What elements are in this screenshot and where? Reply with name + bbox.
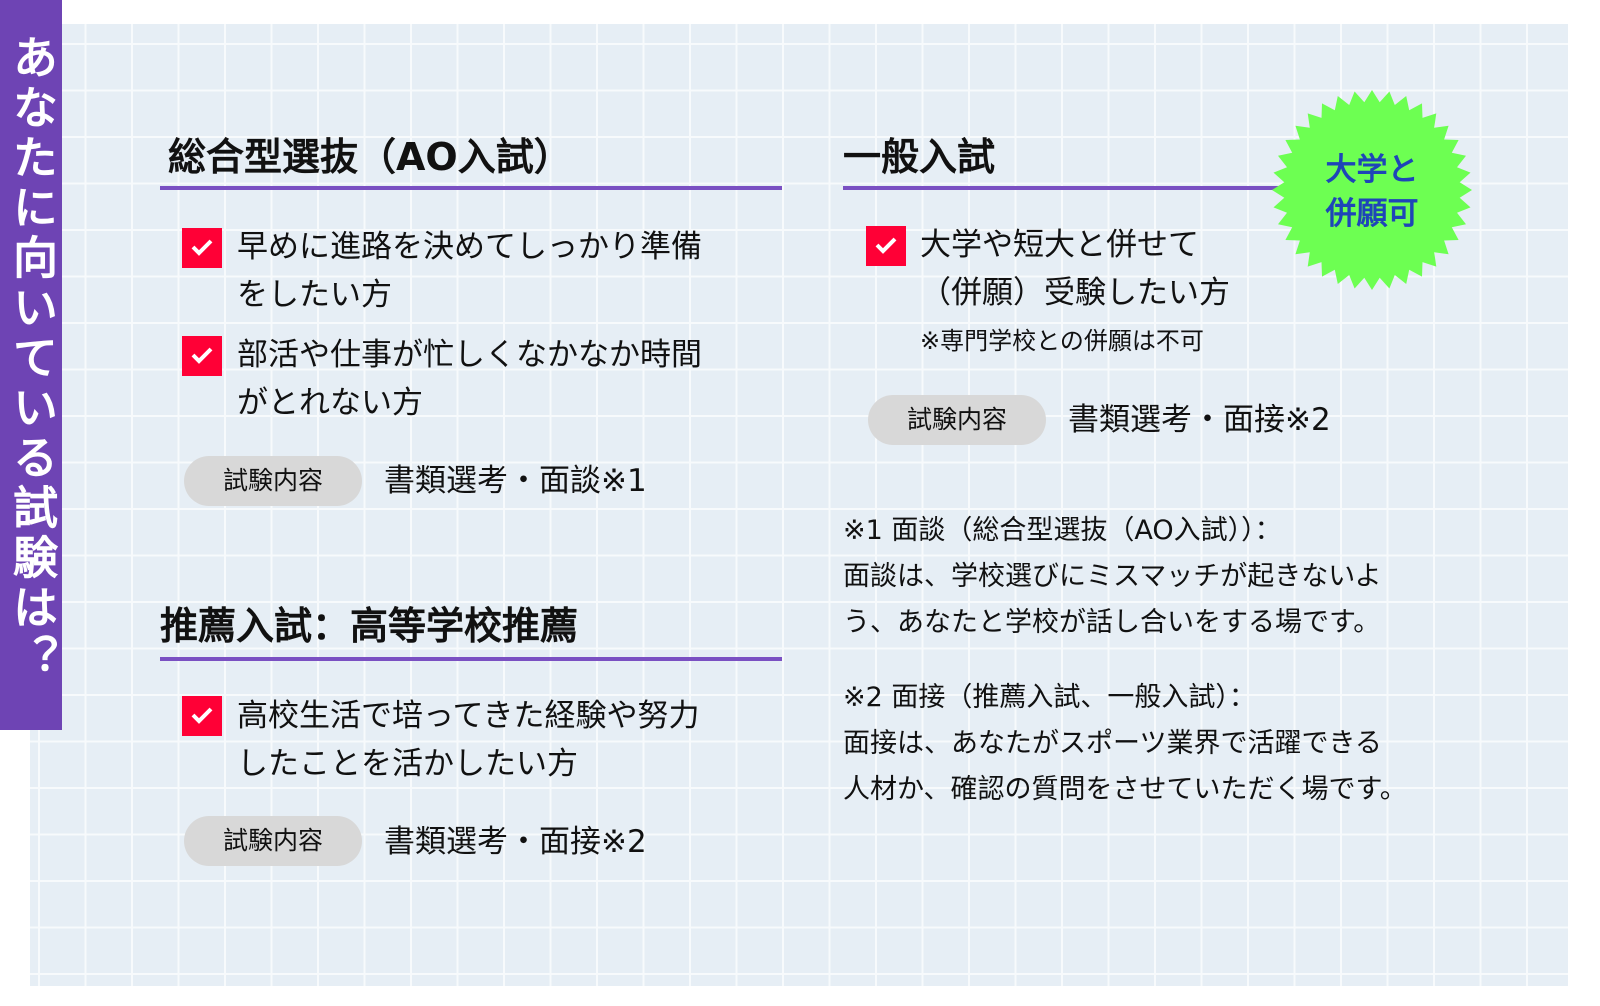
badge-text: 大学と併願可 xyxy=(1272,148,1472,236)
sidebar-banner: あなたに向いている試験は？ xyxy=(0,0,62,730)
footnote-line: 面接は、あなたがスポーツ業界で活躍できる xyxy=(843,728,1382,759)
exam-content-value: 書類選考・面接※2 xyxy=(1068,402,1331,438)
footnote-2: ※2 面接（推薦入試、一般入試）： 面接は、あなたがスポーツ業界で活躍できる人材か… xyxy=(843,675,1407,813)
item-line: 高校生活で培ってきた経験や努力 xyxy=(237,698,700,734)
footnote-1: ※1 面談（総合型選抜（AO入試））： 面談は、学校選びにミスマッチが起きないよう… xyxy=(843,508,1382,646)
item-line: 早めに進路を決めてしっかり準備 xyxy=(237,229,702,265)
divider xyxy=(843,186,1293,190)
footnote-line: ※1 面談（総合型選抜（AO入試））： xyxy=(843,515,1282,546)
exam-content-pill: 試験内容 xyxy=(184,456,362,506)
divider xyxy=(160,657,782,661)
heading-bold: 推薦入試： xyxy=(160,604,351,648)
checkbox-icon xyxy=(182,228,222,268)
badge-line: 併願可 xyxy=(1325,196,1419,232)
item-line: （併願）受験したい方 xyxy=(920,275,1230,311)
section-heading-ippan: 一般入試 xyxy=(843,135,996,179)
starburst-badge-icon xyxy=(1272,90,1472,290)
item-line: がとれない方 xyxy=(237,385,423,421)
item-line: 大学や短大と併せて xyxy=(920,227,1199,263)
list-item: 大学や短大と併せて （併願）受験したい方 xyxy=(920,221,1230,317)
badge-line: 大学と xyxy=(1325,152,1419,188)
footnote-line: 面談は、学校選びにミスマッチが起きないよ xyxy=(843,561,1382,592)
section-heading-ao: 総合型選抜（AO入試） xyxy=(168,135,572,179)
sidebar-title: あなたに向いている試験は？ xyxy=(5,34,58,684)
heading-rest: 高等学校推薦 xyxy=(350,604,579,648)
list-item: 部活や仕事が忙しくなかなか時間がとれない方 xyxy=(237,331,702,427)
footnote-line: ※2 面接（推薦入試、一般入試）： xyxy=(843,682,1256,713)
checkbox-icon xyxy=(866,226,906,266)
exam-content-value: 書類選考・面談※1 xyxy=(384,463,647,499)
item-line: したことを活かしたい方 xyxy=(237,746,578,782)
checkbox-icon xyxy=(182,696,222,736)
exam-content-pill: 試験内容 xyxy=(868,395,1046,445)
checkbox-icon xyxy=(182,336,222,376)
footnote-line: う、あなたと学校が話し合いをする場です。 xyxy=(843,607,1381,638)
list-item: 早めに進路を決めてしっかり準備をしたい方 xyxy=(237,223,702,319)
exam-content-value: 書類選考・面接※2 xyxy=(384,824,647,860)
section-heading-suisen: 推薦入試：高等学校推薦 xyxy=(160,602,578,650)
list-item: 高校生活で培ってきた経験や努力したことを活かしたい方 xyxy=(237,692,700,788)
footnote-line: 人材か、確認の質問をさせていただく場です。 xyxy=(843,774,1407,805)
divider xyxy=(160,186,782,190)
item-line: をしたい方 xyxy=(237,277,392,313)
ippan-note: ※専門学校との併願は不可 xyxy=(920,327,1204,355)
exam-content-pill: 試験内容 xyxy=(184,816,362,866)
item-line: 部活や仕事が忙しくなかなか時間 xyxy=(237,337,702,373)
